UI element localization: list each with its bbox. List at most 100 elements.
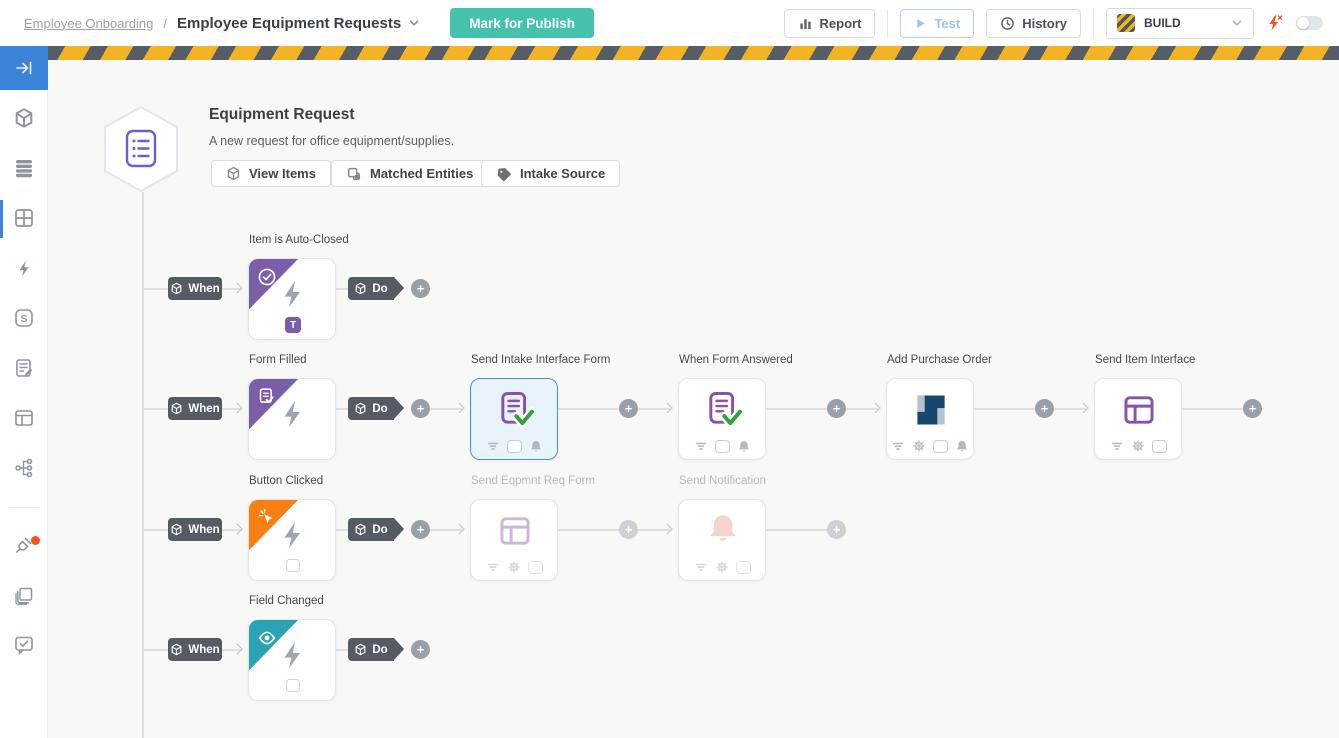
arrowhead-icon xyxy=(231,402,243,414)
gear-icon[interactable] xyxy=(507,560,521,574)
gear-icon[interactable] xyxy=(715,560,729,574)
connector-line xyxy=(142,649,168,651)
connector-line xyxy=(1054,408,1086,410)
sidebar-item-solution[interactable] xyxy=(0,101,48,135)
root-node-hexagon[interactable] xyxy=(102,104,180,194)
add-action-button[interactable]: + xyxy=(1035,399,1054,418)
page-description: A new request for office equipment/suppl… xyxy=(209,134,455,148)
trigger-card-item-is-auto-closed[interactable]: T xyxy=(248,258,336,340)
database-icon xyxy=(16,160,32,178)
checkbox-icon[interactable] xyxy=(286,679,300,692)
filter-icon[interactable] xyxy=(891,439,905,453)
checkbox-icon[interactable] xyxy=(527,560,543,574)
connector-line xyxy=(638,408,670,410)
card-mini-icons xyxy=(887,439,973,453)
connector-line xyxy=(336,408,348,410)
checkbox-icon[interactable] xyxy=(933,439,948,453)
add-action-button[interactable]: + xyxy=(411,399,430,418)
add-action-button[interactable]: + xyxy=(1243,399,1262,418)
workflow-title: Employee Equipment Requests xyxy=(176,14,402,32)
live-toggle[interactable] xyxy=(1296,16,1323,30)
sidebar-item-copies[interactable] xyxy=(0,579,48,613)
checkbox-icon[interactable] xyxy=(506,439,522,453)
when-label: When xyxy=(188,643,220,656)
matched-entities-button[interactable]: Matched Entities xyxy=(331,160,489,187)
trigger-card-field-changed[interactable] xyxy=(248,619,336,701)
expand-sidebar-button[interactable] xyxy=(0,46,48,90)
action-card-send-eqpmnt-req-form[interactable] xyxy=(470,499,558,581)
trunk-line xyxy=(142,192,144,738)
checkbox-icon[interactable] xyxy=(714,439,730,453)
action-label: Add Purchase Order xyxy=(887,354,992,366)
report-button[interactable]: Report xyxy=(783,8,876,38)
add-action-button[interactable]: + xyxy=(411,520,430,539)
trigger-card-button-clicked[interactable] xyxy=(248,499,336,581)
arrowhead-icon xyxy=(1077,402,1089,414)
matched-entities-label: Matched Entities xyxy=(370,166,474,181)
sidebar-item-forms[interactable] xyxy=(0,351,48,385)
cube-icon xyxy=(354,282,367,295)
cube-icon xyxy=(13,107,35,129)
action-card-send-intake-interface-form[interactable] xyxy=(470,378,558,460)
action-label: Send Eqpmnt Req Form xyxy=(471,475,596,487)
add-action-button[interactable]: + xyxy=(411,640,430,659)
filter-icon[interactable] xyxy=(1110,439,1124,453)
cube-icon xyxy=(354,643,367,656)
add-action-button[interactable]: + xyxy=(619,399,638,418)
sidebar-item-data-sources[interactable] xyxy=(0,151,48,185)
add-action-button[interactable]: + xyxy=(619,520,638,539)
filter-icon[interactable] xyxy=(486,439,500,453)
sidebar-item-triggers[interactable] xyxy=(0,251,48,285)
gear-icon[interactable] xyxy=(1131,439,1145,453)
sidebar-item-feedback[interactable] xyxy=(0,628,48,662)
sidebar-item-modules[interactable] xyxy=(0,201,48,235)
checkbox-icon[interactable] xyxy=(1151,439,1167,453)
mark-for-publish-button[interactable]: Mark for Publish xyxy=(450,8,594,38)
arrowhead-icon xyxy=(231,523,243,535)
checkbox-icon[interactable] xyxy=(735,560,751,574)
interface-layout-icon xyxy=(495,511,535,551)
action-card-add-purchase-order[interactable] xyxy=(886,378,974,460)
action-card-when-form-answered[interactable] xyxy=(678,378,766,460)
breadcrumb-solution-link[interactable]: Employee Onboarding xyxy=(24,15,154,31)
gear-icon[interactable] xyxy=(912,439,926,453)
sidebar-item-connections[interactable] xyxy=(0,528,48,562)
history-button[interactable]: History xyxy=(986,8,1081,38)
connector-line xyxy=(846,408,878,410)
intake-source-button[interactable]: Intake Source xyxy=(481,160,621,187)
add-action-button[interactable]: + xyxy=(827,399,846,418)
sidebar-item-process-map[interactable] xyxy=(0,451,48,485)
connector-line xyxy=(558,408,619,410)
bell-icon[interactable] xyxy=(955,439,969,453)
flash-off-icon[interactable] xyxy=(1266,14,1284,32)
bell-icon[interactable] xyxy=(737,439,751,453)
sidebar-item-interfaces[interactable] xyxy=(0,401,48,435)
view-items-button[interactable]: View Items xyxy=(211,160,331,187)
action-card-send-notification[interactable] xyxy=(678,499,766,581)
when-label: When xyxy=(188,402,220,415)
add-action-button[interactable]: + xyxy=(827,520,846,539)
connector-line xyxy=(336,529,348,531)
environment-select[interactable]: BUILD xyxy=(1106,7,1254,39)
sidebar-item-s-badge[interactable]: S xyxy=(0,301,48,335)
trigger-card-form-filled[interactable] xyxy=(248,378,336,460)
trigger-type-badge: T xyxy=(285,317,301,333)
eye-icon xyxy=(255,626,279,650)
filter-icon[interactable] xyxy=(694,439,708,453)
when-label: When xyxy=(188,282,220,295)
add-action-button[interactable]: + xyxy=(411,279,430,298)
cube-icon xyxy=(354,523,367,536)
test-button[interactable]: Test xyxy=(900,8,975,38)
layers-icon xyxy=(15,587,33,605)
sitemap-icon xyxy=(15,458,33,478)
action-card-send-item-interface[interactable] xyxy=(1094,378,1182,460)
connector-line xyxy=(336,649,348,651)
filter-icon[interactable] xyxy=(694,560,708,574)
arrowhead-icon xyxy=(231,643,243,655)
checkbox-icon[interactable] xyxy=(286,559,300,572)
bell-icon[interactable] xyxy=(529,439,543,453)
card-mini-icons xyxy=(679,560,765,574)
filter-icon[interactable] xyxy=(486,560,500,574)
tag-icon xyxy=(496,166,512,182)
workflow-title-dropdown[interactable]: Employee Equipment Requests xyxy=(177,15,420,32)
